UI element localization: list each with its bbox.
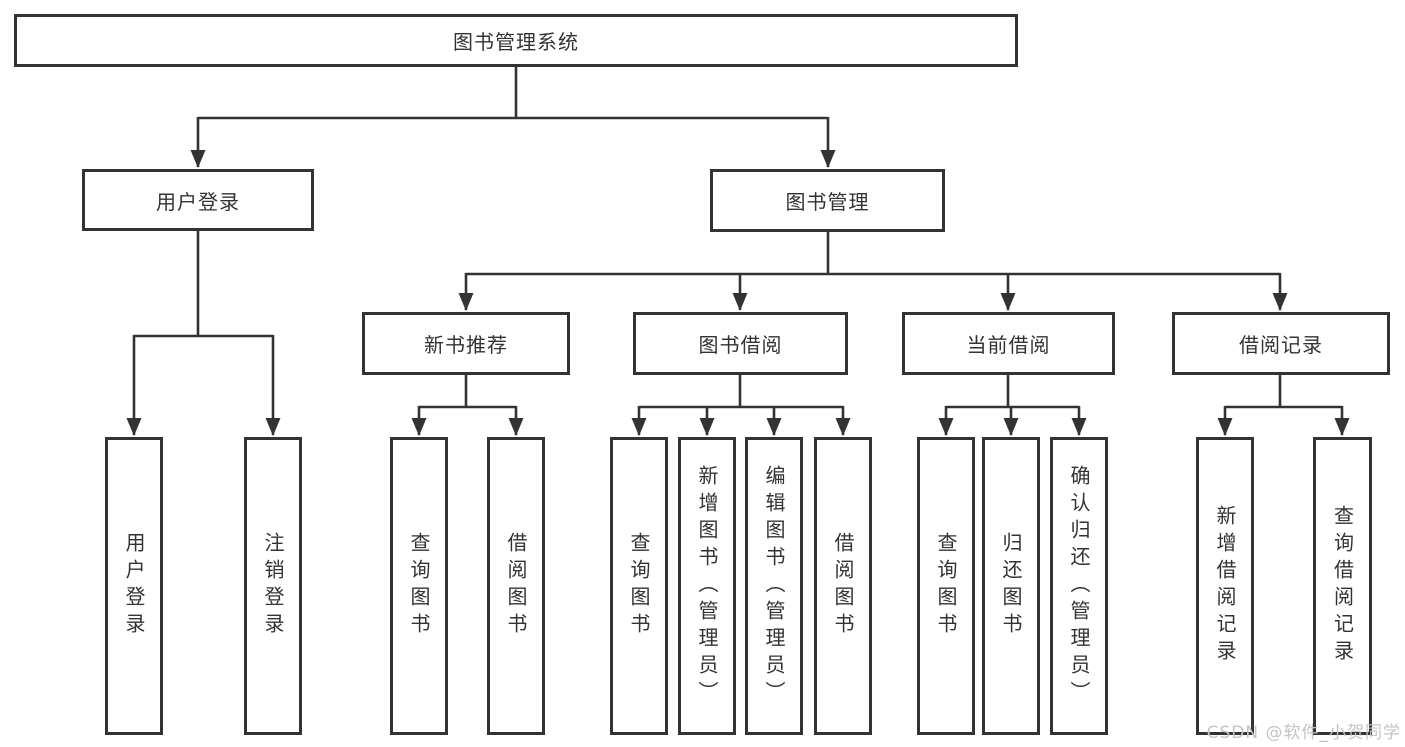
leaf-edit-book-admin-label: 编辑图书（管理员） xyxy=(762,464,786,708)
node-book-management: 图书管理 xyxy=(710,169,945,232)
node-current-borrow: 当前借阅 xyxy=(902,312,1115,375)
node-user-login-label: 用户登录 xyxy=(156,189,240,214)
node-root: 图书管理系统 xyxy=(14,14,1018,67)
leaf-borrow-query-book: 查询图书 xyxy=(610,437,668,735)
leaf-user-login-label: 用户登录 xyxy=(122,532,146,640)
leaf-logout: 注销登录 xyxy=(244,437,302,735)
leaf-newbook-borrow-book: 借阅图书 xyxy=(487,437,545,735)
leaf-add-borrow-record: 新增借阅记录 xyxy=(1196,437,1254,735)
node-book-borrow-label: 图书借阅 xyxy=(698,333,783,357)
leaf-confirm-return-admin: 确认归还（管理员） xyxy=(1050,437,1108,735)
node-user-login: 用户登录 xyxy=(82,169,314,231)
node-book-management-label: 图书管理 xyxy=(785,190,870,214)
leaf-newbook-query-book: 查询图书 xyxy=(390,437,448,735)
leaf-borrow-book-label: 借阅图书 xyxy=(831,532,855,640)
watermark: CSDN @软件_小贺同学 xyxy=(1206,723,1401,743)
leaf-user-login: 用户登录 xyxy=(105,437,163,735)
leaf-add-book-admin: 新增图书（管理员） xyxy=(678,437,736,735)
node-root-label: 图书管理系统 xyxy=(453,30,579,54)
node-borrow-records-label: 借阅记录 xyxy=(1239,333,1323,357)
leaf-newbook-query-book-label: 查询图书 xyxy=(407,532,431,640)
leaf-logout-label: 注销登录 xyxy=(261,532,285,640)
node-book-borrow: 图书借阅 xyxy=(633,312,848,375)
node-borrow-records: 借阅记录 xyxy=(1172,312,1390,375)
node-current-borrow-label: 当前借阅 xyxy=(966,333,1051,357)
leaf-add-book-admin-label: 新增图书（管理员） xyxy=(695,464,719,708)
leaf-return-book: 归还图书 xyxy=(982,437,1040,735)
leaf-add-borrow-record-label: 新增借阅记录 xyxy=(1213,505,1237,667)
leaf-current-query-book-label: 查询图书 xyxy=(934,532,958,640)
leaf-newbook-borrow-book-label: 借阅图书 xyxy=(504,532,528,640)
node-new-book-recommend-label: 新书推荐 xyxy=(424,333,508,357)
leaf-edit-book-admin: 编辑图书（管理员） xyxy=(745,437,803,735)
leaf-current-query-book: 查询图书 xyxy=(917,437,975,735)
node-new-book-recommend: 新书推荐 xyxy=(362,312,570,375)
leaf-query-borrow-record-label: 查询借阅记录 xyxy=(1330,505,1355,667)
leaf-query-borrow-record: 查询借阅记录 xyxy=(1313,437,1372,735)
leaf-confirm-return-admin-label: 确认归还（管理员） xyxy=(1067,464,1091,708)
leaf-borrow-book: 借阅图书 xyxy=(814,437,872,735)
leaf-return-book-label: 归还图书 xyxy=(999,532,1023,640)
leaf-borrow-query-book-label: 查询图书 xyxy=(627,532,651,640)
